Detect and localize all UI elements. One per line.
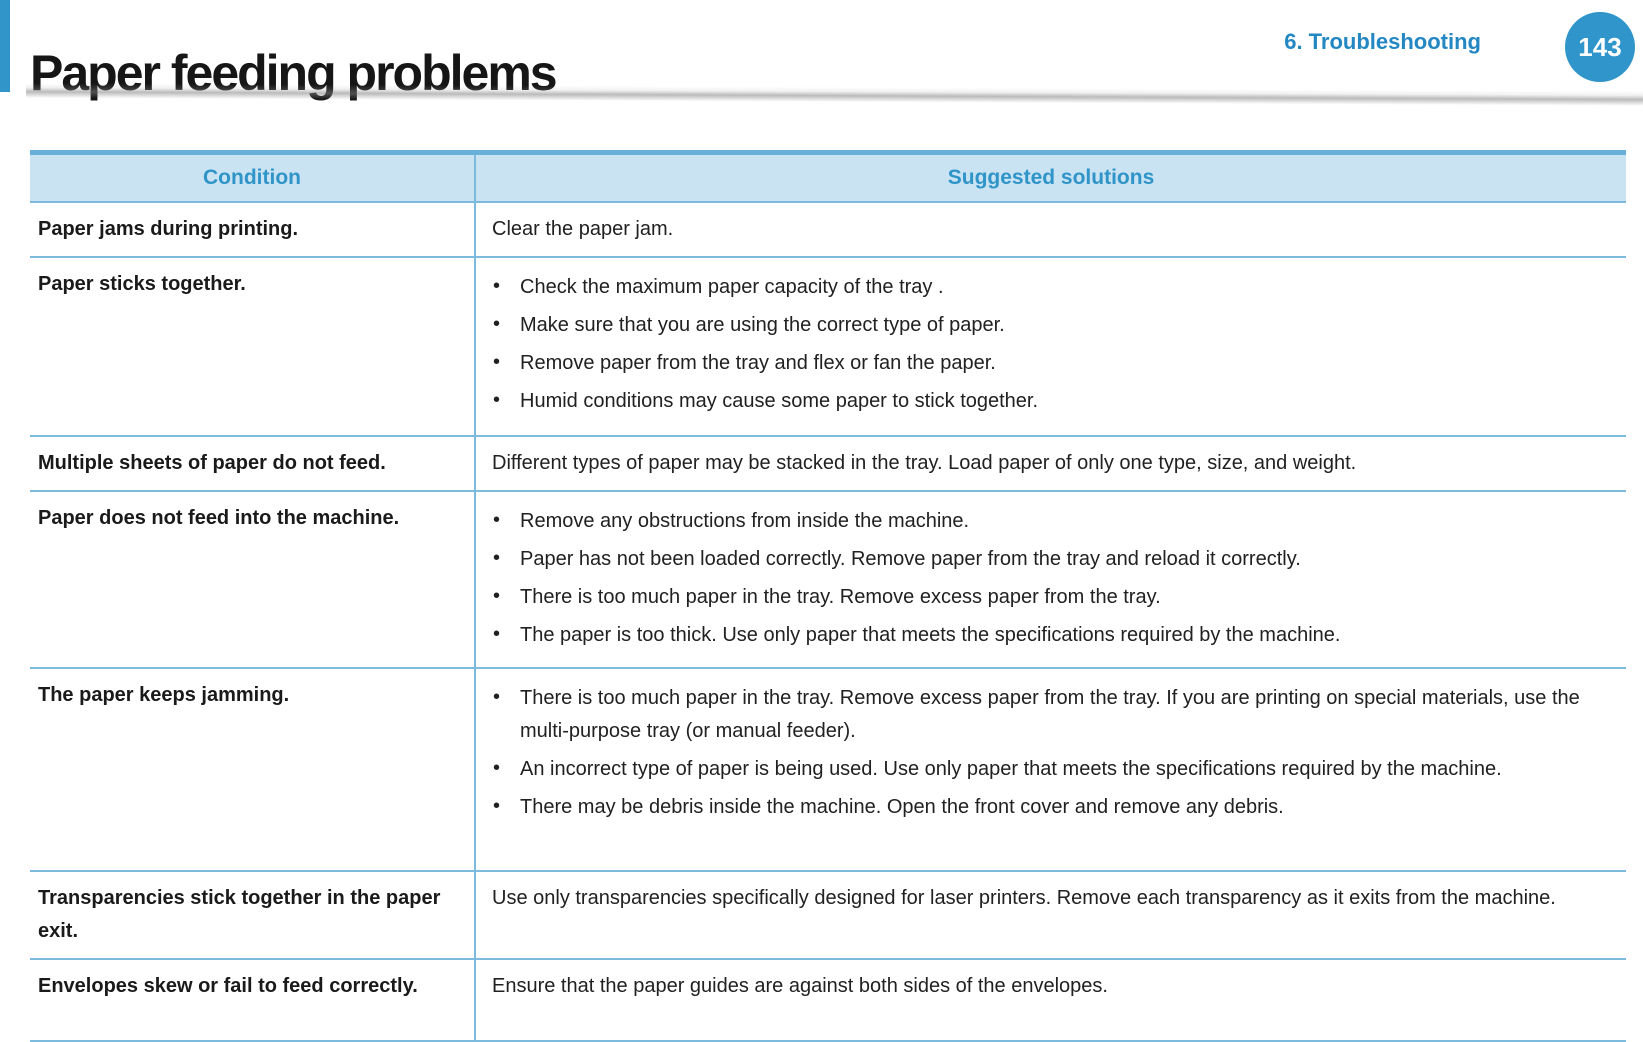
table-row: Multiple sheets of paper do not feed. Dif… [30, 437, 1626, 492]
table-row: Paper sticks together.Check the maximum … [30, 258, 1626, 437]
solution-text: Clear the paper jam. [492, 218, 674, 240]
solutions-cell: Clear the paper jam. [476, 203, 1626, 256]
solutions-cell: Use only transparencies specifically des… [476, 872, 1626, 958]
troubleshooting-table: Condition Suggested solutions Paper jams… [30, 150, 1626, 1042]
condition-cell: Envelopes skew or fail to feed correctly… [30, 960, 476, 1040]
solution-item: The paper is too thick. Use only paper t… [476, 618, 1598, 652]
solutions-list: Remove any obstructions from inside the … [476, 492, 1626, 665]
table-row: The paper keeps jamming.There is too muc… [30, 669, 1626, 872]
solution-item: There may be debris inside the machine. … [476, 790, 1598, 824]
solution-text: Ensure that the paper guides are against… [492, 975, 1108, 997]
condition-cell: The paper keeps jamming. [30, 669, 476, 870]
column-header-suggested-solutions: Suggested solutions [947, 166, 1155, 189]
solution-item: Check the maximum paper capacity of the … [476, 270, 1598, 304]
solution-item: An incorrect type of paper is being used… [476, 752, 1598, 786]
column-header-condition: Condition [30, 155, 476, 201]
chapter-label: 6. Troubleshooting [1284, 29, 1481, 54]
solutions-cell: There is too much paper in the tray. Rem… [476, 669, 1626, 870]
solution-item: There is too much paper in the tray. Rem… [476, 681, 1598, 748]
table-row: Transparencies stick together in the pap… [30, 872, 1626, 960]
condition-cell: Transparencies stick together in the pap… [30, 872, 476, 958]
condition-cell: Paper jams during printing. [30, 203, 476, 256]
solutions-list: Check the maximum paper capacity of the … [476, 258, 1626, 431]
page-number: 143 [1578, 31, 1622, 62]
solution-item: There is too much paper in the tray. Rem… [476, 580, 1598, 614]
solution-text: Use only transparencies specifically des… [492, 887, 1556, 909]
solution-item: Paper has not been loaded correctly. Rem… [476, 542, 1598, 576]
left-accent-bar [0, 0, 10, 92]
solution-item: Remove any obstructions from inside the … [476, 504, 1598, 538]
condition-cell: Multiple sheets of paper do not feed. [30, 437, 476, 490]
condition-cell: Paper sticks together. [30, 258, 476, 435]
solution-item: Make sure that you are using the correct… [476, 308, 1598, 342]
table-row: Paper does not feed into the machine.Rem… [30, 492, 1626, 669]
solutions-cell: Check the maximum paper capacity of the … [476, 258, 1626, 435]
condition-cell: Paper does not feed into the machine. [30, 492, 476, 667]
solution-item: Remove paper from the tray and flex or f… [476, 346, 1598, 380]
table-row: Envelopes skew or fail to feed correctly… [30, 960, 1626, 1042]
page-number-badge: 143 [1565, 12, 1635, 82]
table-body: Paper jams during printing. Clear the pap… [30, 203, 1626, 1042]
solution-item: Humid conditions may cause some paper to… [476, 384, 1598, 418]
table-header-row: Condition Suggested solutions [30, 150, 1626, 203]
solution-text: Different types of paper may be stacked … [492, 452, 1357, 474]
solutions-list: There is too much paper in the tray. Rem… [476, 669, 1626, 837]
solutions-cell: Different types of paper may be stacked … [476, 437, 1626, 490]
solutions-cell: Remove any obstructions from inside the … [476, 492, 1626, 667]
table-row: Paper jams during printing. Clear the pap… [30, 203, 1626, 258]
solutions-cell: Ensure that the paper guides are against… [476, 960, 1626, 1040]
